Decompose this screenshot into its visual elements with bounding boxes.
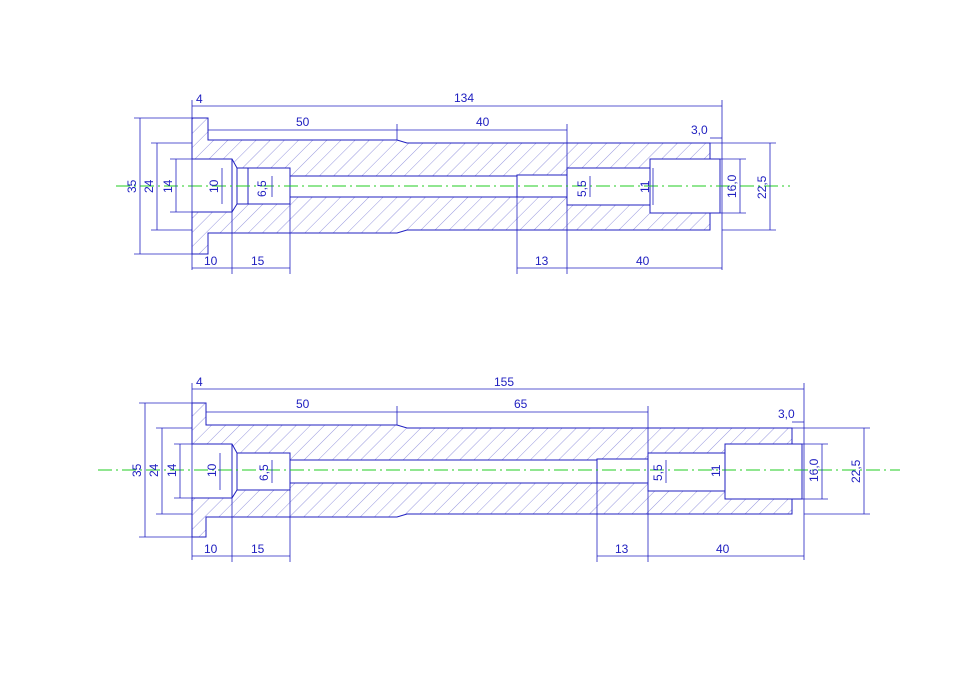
dim-d-end: 22,5 [849,459,863,483]
dim-seg-b: 40 [476,115,490,129]
dim-seg-a: 50 [296,115,310,129]
section-lower-top [191,196,711,255]
dim-seg-b: 65 [514,397,528,411]
section-upper-bottom [191,402,793,461]
dim-b2: 15 [251,254,265,268]
dim-total: 134 [454,91,474,105]
dim-d-bore: 14 [161,179,175,193]
dim-d-tip: 16,0 [725,174,739,198]
dim-total: 155 [494,375,514,389]
dim-b4: 40 [636,254,650,268]
dim-b2: 15 [251,542,265,556]
dim-b1: 10 [204,254,218,268]
dim-b1: 10 [204,542,218,556]
dim-d-end: 22,5 [755,175,769,199]
dim-flange: 4 [196,375,203,389]
dim-gap: 3,0 [778,407,795,421]
dim-flange: 4 [196,92,203,106]
dim-gap: 3,0 [691,123,708,137]
dim-d-tip: 16,0 [807,458,821,482]
dim-d-flange: 24 [142,179,156,193]
dimension-lines-top [134,100,776,274]
dimension-lines-bottom [139,383,870,562]
dim-d-outer: 35 [130,463,144,477]
dim-d-rear: 11 [709,464,723,477]
dim-b3: 13 [535,254,549,268]
dim-d-outer: 35 [125,179,139,193]
dim-d-rear: 11 [638,180,652,193]
part-drawing-top: 4 134 50 40 3,0 35 24 14 10 6,5 5,5 11 1… [116,91,790,274]
dim-seg-a: 50 [296,397,310,411]
part-drawing-bottom: 4 155 50 65 3,0 35 24 14 10 6,5 5,5 11 1… [98,375,900,562]
dim-d-inner: 10 [205,463,219,477]
dim-d-small: 5,5 [651,464,665,481]
dim-d-small: 5,5 [575,180,589,197]
dim-d-flange: 24 [147,463,161,477]
section-lower-bottom [191,482,793,538]
dim-d-neck: 6,5 [257,464,271,481]
dim-d-bore: 14 [165,463,179,477]
dim-d-neck: 6,5 [255,180,269,197]
bore-outline-bottom [231,443,803,500]
dim-b3: 13 [615,542,629,556]
section-upper-top [191,117,711,177]
dim-b4: 40 [716,542,730,556]
dim-d-inner: 10 [207,179,221,193]
